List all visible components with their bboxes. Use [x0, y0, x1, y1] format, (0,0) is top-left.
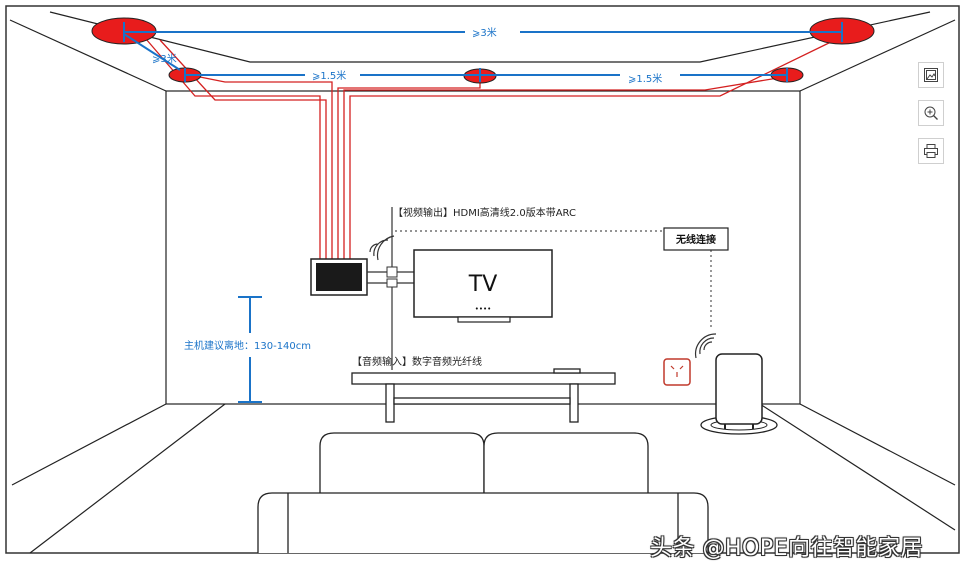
wireless-link-line	[395, 230, 712, 328]
top-span-label: ⩾3米	[472, 26, 497, 39]
host-height-marker	[238, 296, 262, 403]
optical-connector	[386, 278, 398, 288]
print-button[interactable]	[918, 138, 944, 164]
image-icon	[924, 68, 938, 82]
print-icon	[924, 144, 938, 158]
zoom-in-icon	[924, 106, 938, 120]
speaker-wires	[139, 31, 836, 262]
mid-right-span-label: ⩾1.5米	[628, 72, 662, 85]
tv-label: TV	[468, 272, 498, 297]
zoom-in-button[interactable]	[918, 100, 944, 126]
tv-indicator-dots: ••••	[475, 305, 492, 313]
side-toolbar	[918, 62, 946, 176]
wireless-label: 无线连接	[675, 233, 716, 246]
tv	[413, 249, 553, 323]
control-host	[310, 235, 395, 296]
host-height-label: 主机建议离地：130-140cm	[184, 339, 311, 352]
subwoofer	[695, 333, 778, 435]
host-wifi-icon	[369, 235, 395, 261]
subwoofer-wifi-icon	[695, 333, 717, 359]
side-span-label: ⩾3米	[152, 52, 177, 65]
hdmi-connector	[386, 266, 398, 278]
watermark: 头条 @HOPE向往智能家居	[650, 536, 924, 561]
sofa	[257, 432, 709, 553]
audio-input-label: 【音频输入】数字音频光纤线	[352, 355, 482, 368]
dimension-lines	[123, 22, 843, 82]
wireless-badge	[663, 227, 729, 251]
video-output-label: 【视频输出】HDMI高清线2.0版本带ARC	[393, 206, 576, 219]
mid-left-span-label: ⩾1.5米	[312, 69, 346, 82]
tv-console	[351, 368, 616, 423]
image-button[interactable]	[918, 62, 944, 88]
wall-socket	[663, 358, 691, 386]
